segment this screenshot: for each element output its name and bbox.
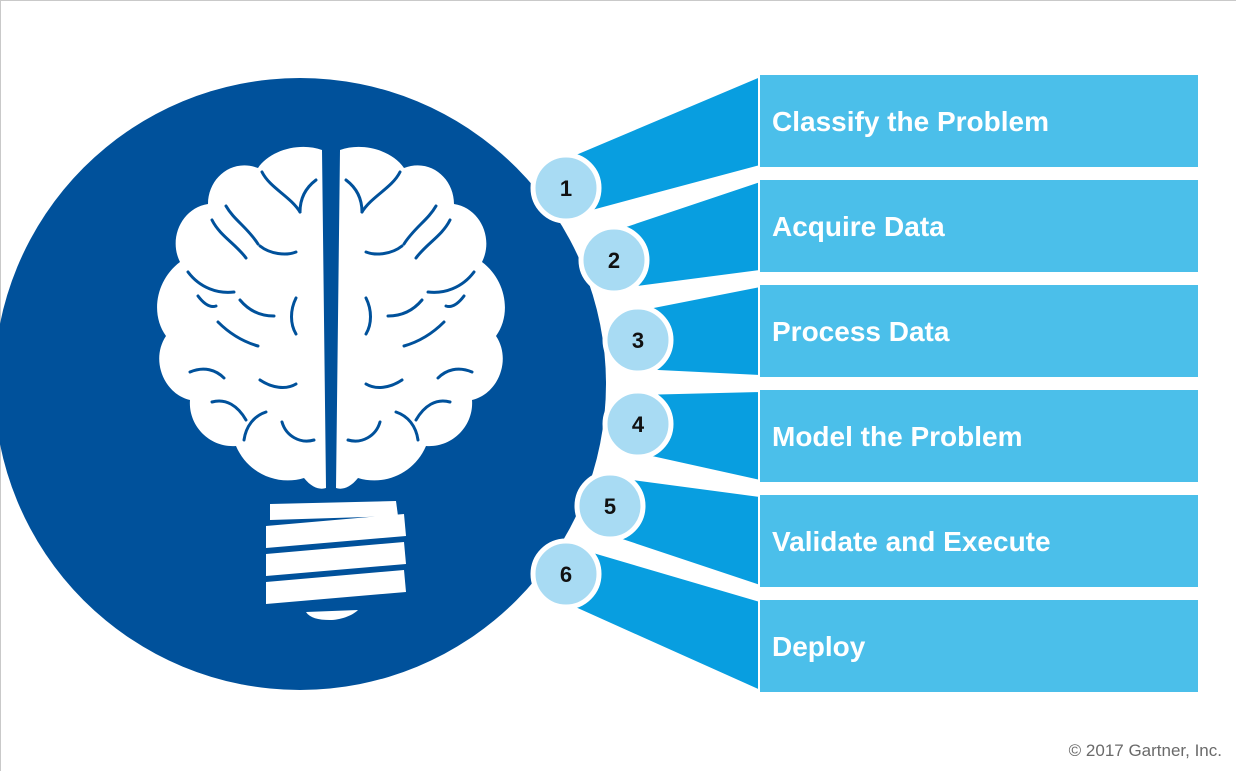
step-badge-5 [574, 470, 646, 542]
step-number-5: 5 [604, 494, 616, 519]
brain-lightbulb-icon [157, 146, 505, 620]
step-badge-3 [602, 304, 674, 376]
step-label-2: Acquire Data [772, 211, 945, 242]
step-label-1: Classify the Problem [772, 106, 1049, 137]
step-badge-4 [602, 388, 674, 460]
step-band-6 [760, 600, 1198, 692]
step-badge-2 [578, 224, 650, 296]
step-band-5 [760, 495, 1198, 587]
step-band-2 [760, 180, 1198, 272]
step-band-4 [760, 390, 1198, 482]
step-badge-1 [530, 152, 602, 224]
step-band-3 [760, 285, 1198, 377]
step-badge-6 [530, 538, 602, 610]
step-number-1: 1 [560, 176, 572, 201]
copyright-text: © 2017 Gartner, Inc. [1068, 741, 1222, 760]
brain-folds-icon [186, 170, 476, 443]
step-number-6: 6 [560, 562, 572, 587]
step-number-4: 4 [632, 412, 645, 437]
step-label-5: Validate and Execute [772, 526, 1051, 557]
step-label-4: Model the Problem [772, 421, 1022, 452]
step-label-6: Deploy [772, 631, 866, 662]
step-number-3: 3 [632, 328, 644, 353]
step-label-3: Process Data [772, 316, 950, 347]
step-badges: 1 2 3 4 5 6 [530, 152, 674, 610]
step-band-1 [760, 75, 1198, 167]
step-number-2: 2 [608, 248, 620, 273]
